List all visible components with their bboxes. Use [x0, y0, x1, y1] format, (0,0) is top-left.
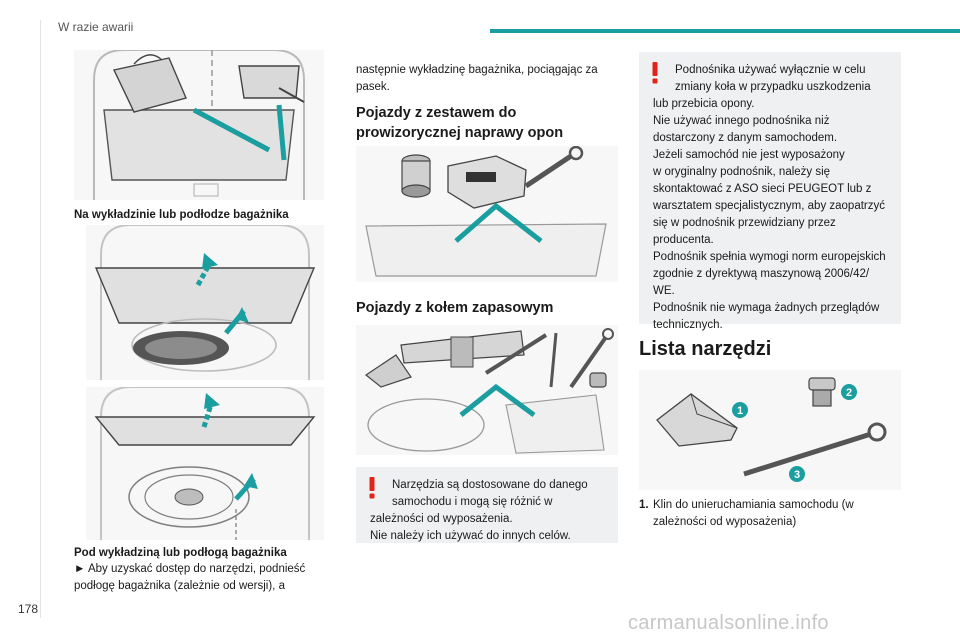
page-number: 178: [18, 602, 39, 616]
warning-line: Podnośnik spełnia wymogi norm europejski…: [653, 251, 886, 263]
continuation-text: następnie wykładzinę bagażnika, pociągaj…: [356, 64, 598, 93]
list-item-text: zależności od wyposażenia): [653, 516, 797, 528]
illustration-spare-wheel-tools: [356, 325, 618, 455]
warning-line: warsztatem specjalistycznym, aby zaopatr…: [653, 200, 885, 212]
callout-2-label: 2: [846, 387, 852, 399]
illustration-trunk-floor: [74, 50, 324, 200]
illustration-repair-kit: [356, 146, 618, 282]
warning-line: Jeżeli samochód nie jest wyposażony: [653, 149, 845, 161]
watermark: carmanualsonline.info: [628, 612, 829, 634]
callout-3-icon: [789, 466, 805, 482]
caption-floor: Na wykładzinie lub podłodze bagażnika: [74, 209, 289, 221]
callout-3-label: 3: [794, 469, 800, 481]
warning-line: w oryginalny podnośnik, należy się: [653, 166, 831, 178]
warning-line: Nie należy ich używać do innych celów.: [370, 530, 571, 542]
warning-line: zależności od wyposażenia.: [370, 513, 513, 525]
warning-line: technicznych.: [653, 319, 723, 331]
tools-list-heading: Lista narzędzi: [639, 338, 772, 360]
under-floor-instruction: ► Aby uzyskać dostęp do narzędzi, podnie…: [74, 563, 306, 592]
section-title: W razie awarii: [58, 20, 134, 34]
warning-line: zmiany koła w przypadku uszkodzenia: [675, 81, 871, 93]
warning-box-jack: Podnośnika używać wyłącznie w celu zmian…: [639, 52, 901, 331]
illustration-under-floor-1: [86, 225, 324, 380]
warning-line: zgodnie z dyrektywą maszynową 2006/42/: [653, 268, 870, 280]
tools-list-item-1: 1. Klin do unieruchamiania samochodu (w …: [639, 497, 901, 531]
illustration-tools-list: 1 2 3: [639, 370, 901, 490]
callout-2-icon: [841, 384, 857, 400]
warning-line: Podnośnik nie wymaga żadnych przeglądów: [653, 302, 880, 314]
warning-exclamation-icon: [369, 477, 375, 499]
callout-1-icon: [732, 402, 748, 418]
caption-under-floor: Pod wykładziną lub podłogą bagażnika: [74, 547, 287, 559]
heading-repair-kit: Pojazdy z zestawem do prowizorycznej nap…: [356, 105, 564, 141]
warning-line: Nie używać innego podnośnika niż: [653, 115, 830, 127]
callout-1-label: 1: [737, 405, 743, 417]
heading-spare-wheel: Pojazdy z kołem zapasowym: [356, 300, 554, 316]
list-item-text: Klin do unieruchamiania samochodu (w: [653, 499, 854, 511]
warning-line: Podnośnika używać wyłącznie w celu: [675, 64, 866, 76]
header-accent-bar: [490, 29, 960, 33]
warning-exclamation-icon: [652, 62, 658, 84]
warning-line: samochodu i mogą się różnić w: [392, 496, 553, 508]
warning-line: lub przebicia opony.: [653, 98, 755, 110]
warning-line: producenta.: [653, 234, 714, 246]
warning-line: Narzędzia są dostosowane do danego: [392, 479, 588, 491]
warning-line: dostarczony z danym samochodem.: [653, 132, 838, 144]
warning-line: WE.: [653, 285, 675, 297]
illustration-under-floor-2: [86, 387, 324, 540]
warning-line: się w podnośnik przewidziany przez: [653, 217, 836, 229]
list-item-number: 1.: [639, 499, 649, 511]
warning-line: skontaktować z ASO sieci PEUGEOT lub z: [653, 183, 872, 195]
page-margin-line: [40, 20, 41, 618]
warning-box-tools: Narzędzia są dostosowane do danego samoc…: [356, 467, 618, 543]
